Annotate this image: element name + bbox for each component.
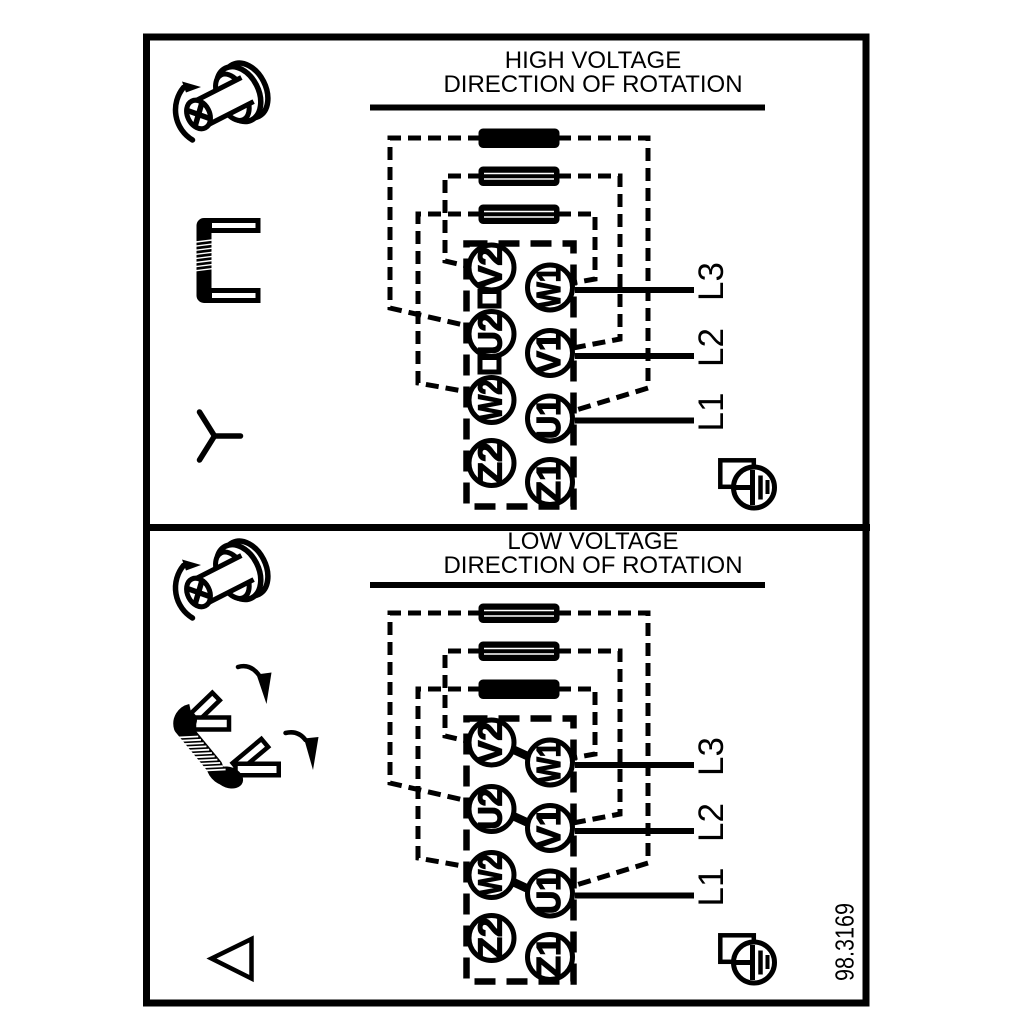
svg-text:W2: W2 bbox=[472, 855, 509, 896]
svg-text:LOW VOLTAGE: LOW VOLTAGE bbox=[507, 528, 678, 555]
svg-text:Z1: Z1 bbox=[530, 937, 567, 978]
svg-text:U2: U2 bbox=[472, 789, 509, 830]
svg-text:Z2: Z2 bbox=[472, 918, 509, 959]
svg-text:Z2: Z2 bbox=[472, 443, 509, 484]
svg-text:V1: V1 bbox=[530, 333, 567, 374]
svg-text:V2: V2 bbox=[472, 722, 509, 763]
svg-text:L1: L1 bbox=[692, 393, 731, 432]
svg-text:L3: L3 bbox=[692, 262, 731, 301]
svg-text:U2: U2 bbox=[472, 314, 509, 355]
svg-text:W1: W1 bbox=[530, 742, 567, 783]
svg-text:Z1: Z1 bbox=[530, 462, 567, 503]
svg-text:DIRECTION OF ROTATION: DIRECTION OF ROTATION bbox=[443, 552, 742, 579]
svg-text:L1: L1 bbox=[692, 868, 731, 907]
svg-text:L2: L2 bbox=[692, 328, 731, 367]
svg-text:DIRECTION OF ROTATION: DIRECTION OF ROTATION bbox=[443, 71, 742, 98]
svg-text:HIGH VOLTAGE: HIGH VOLTAGE bbox=[505, 47, 681, 74]
svg-text:98.3169: 98.3169 bbox=[830, 903, 860, 981]
svg-text:L2: L2 bbox=[692, 803, 731, 842]
svg-text:W1: W1 bbox=[530, 267, 567, 308]
svg-text:V2: V2 bbox=[472, 247, 509, 288]
svg-text:L3: L3 bbox=[692, 737, 731, 776]
svg-text:V1: V1 bbox=[530, 808, 567, 849]
svg-text:W2: W2 bbox=[472, 380, 509, 421]
svg-text:U1: U1 bbox=[530, 398, 567, 439]
svg-text:U1: U1 bbox=[530, 873, 567, 914]
